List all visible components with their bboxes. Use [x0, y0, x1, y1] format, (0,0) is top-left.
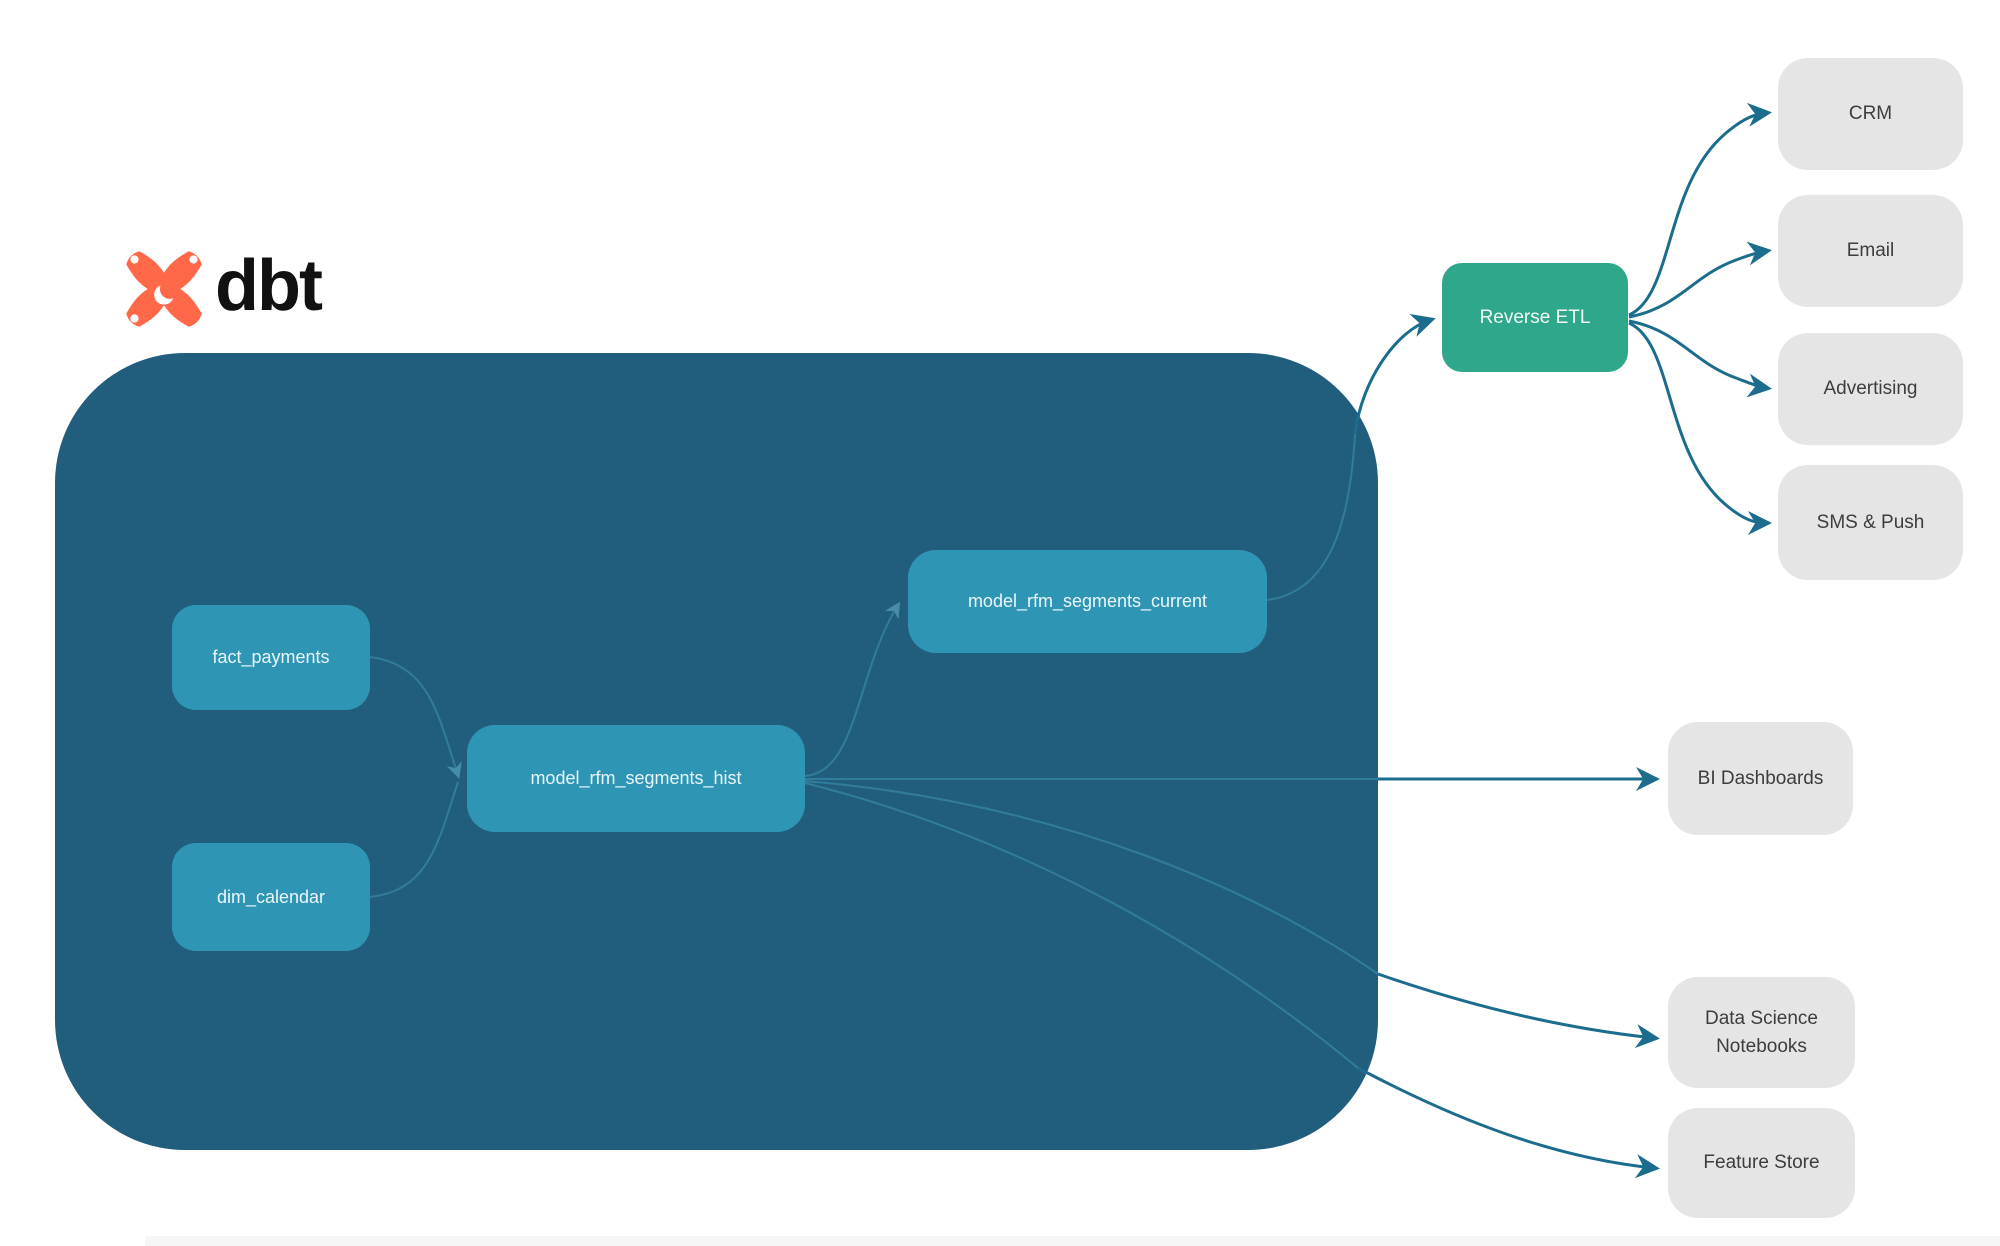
edge-reverse-etl-to-crm	[1628, 102, 1772, 317]
node-label: SMS & Push	[1816, 511, 1925, 533]
node-crm: CRM	[1778, 58, 1963, 170]
node-reverse-etl: Reverse ETL	[1442, 263, 1628, 372]
dbt-logo-text: dbt	[215, 246, 323, 326]
node-dim-calendar: dim_calendar	[172, 843, 370, 951]
node-advertising: Advertising	[1778, 333, 1963, 445]
dbt-logo-icon	[126, 251, 202, 327]
node-model-rfm-segments-current: model_rfm_segments_current	[908, 550, 1267, 653]
edge-reverse-etl-to-sms-push	[1628, 321, 1772, 535]
node-email: Email	[1778, 195, 1963, 307]
node-label: CRM	[1848, 103, 1893, 125]
node-label: Email	[1846, 240, 1895, 262]
node-sms-push: SMS & Push	[1778, 465, 1963, 580]
node-label: Reverse ETL	[1479, 306, 1591, 328]
edge-reverse-etl-to-email	[1628, 241, 1772, 319]
node-label: Data Science Notebooks	[1704, 1007, 1818, 1057]
node-label: Advertising	[1823, 378, 1918, 400]
edge-current-to-reverse-etl	[1353, 313, 1436, 435]
dbt-logo: dbt	[123, 246, 323, 330]
node-fact-payments: fact_payments	[172, 605, 370, 710]
node-label: BI Dashboards	[1697, 767, 1824, 789]
node-label: Feature Store	[1703, 1152, 1820, 1174]
node-label: fact_payments	[212, 647, 330, 668]
node-feature-store: Feature Store	[1668, 1108, 1855, 1218]
edge-hist-to-data-science-notebooks	[1377, 972, 1660, 1049]
node-label: dim_calendar	[216, 886, 326, 907]
edge-hist-to-feature-store	[1357, 1066, 1660, 1179]
node-label: model_rfm_segments_current	[967, 591, 1208, 612]
node-model-rfm-segments-hist: model_rfm_segments_hist	[467, 725, 805, 832]
edge-reverse-etl-to-advertising	[1628, 319, 1772, 398]
node-data-science-notebooks: Data Science Notebooks	[1668, 977, 1855, 1088]
node-label: model_rfm_segments_hist	[530, 768, 742, 789]
bottom-edge-strip	[145, 1236, 2000, 1246]
node-bi-dashboards: BI Dashboards	[1668, 722, 1853, 835]
